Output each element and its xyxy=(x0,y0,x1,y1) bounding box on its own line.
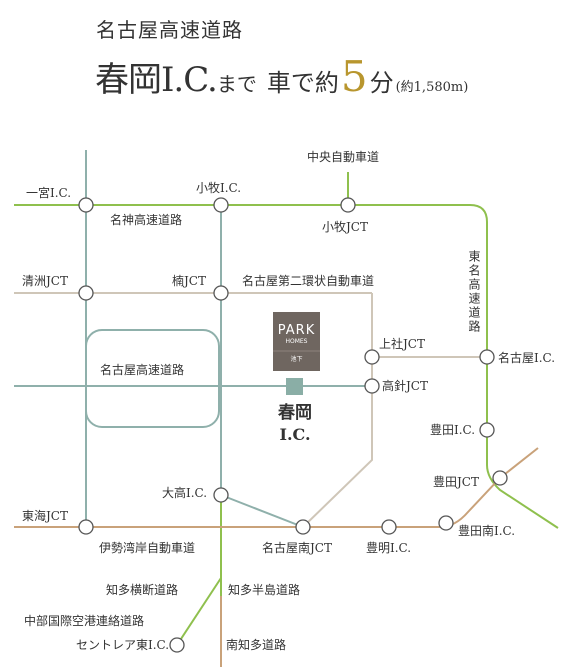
label-takabari: 高針JCT xyxy=(382,378,428,393)
label-chita-odan: 知多横断道路 xyxy=(106,582,178,597)
target-ic-suffix: I.C. xyxy=(279,425,310,444)
label-nagoya-ic: 名古屋I.C. xyxy=(498,350,555,365)
label-ichinomiya: 一宮I.C. xyxy=(26,185,71,200)
label-kusunoki: 楠JCT xyxy=(172,273,206,288)
haruoka-ic-marker xyxy=(286,378,303,395)
label-toyota-jct: 豊田JCT xyxy=(433,475,479,489)
headline-made: まで xyxy=(216,72,257,96)
label-komaki-ic: 小牧I.C. xyxy=(196,181,241,195)
label-kamiyashiro: 上社JCT xyxy=(379,336,425,351)
headline-distance: (約1,580m) xyxy=(395,80,469,95)
label-chita-hanto: 知多半島道路 xyxy=(228,582,300,597)
label-nidai-kanjo: 名古屋第二環状自動車道 xyxy=(242,273,374,288)
headline: 春岡I.C.まで車で約5分(約1,580m) xyxy=(95,52,468,101)
headline-car: 車で約 xyxy=(266,69,339,97)
blue-roads xyxy=(14,150,372,528)
node-centrair xyxy=(169,637,185,653)
label-minami-chita: 南知多道路 xyxy=(226,637,286,652)
node-ichinomiya xyxy=(78,197,94,213)
label-toyota-ic: 豊田I.C. xyxy=(430,423,475,437)
label-toyoake: 豊明I.C. xyxy=(366,541,411,555)
headline-minute-unit: 分 xyxy=(369,69,394,97)
label-chuo: 中央自動車道 xyxy=(307,149,379,164)
logo-brand: PARK xyxy=(278,323,315,338)
node-kiyosu xyxy=(78,285,94,301)
nagoya-expressway-loop xyxy=(85,329,220,428)
node-komaki-jct xyxy=(340,197,356,213)
label-nagoya-kosoku: 名古屋高速道路 xyxy=(100,362,184,377)
label-daikou: 大高I.C. xyxy=(162,485,207,500)
node-toyota-ic xyxy=(479,422,495,438)
node-toyota-jct xyxy=(492,470,508,486)
label-meishin: 名神高速道路 xyxy=(110,212,182,227)
headline-ic-name: 春岡I.C. xyxy=(95,60,218,100)
label-isewangan: 伊勢湾岸自動車道 xyxy=(99,540,195,555)
logo-sub: HOMES xyxy=(285,338,307,345)
label-tomei: 東名高速道路 xyxy=(467,250,481,334)
node-kusunoki xyxy=(213,285,229,301)
label-nagoya-minami: 名古屋南JCT xyxy=(262,540,332,555)
node-komaki-ic xyxy=(213,197,229,213)
logo-tag: 池下 xyxy=(290,355,302,363)
label-chubu-kuko: 中部国際空港連絡道路 xyxy=(24,613,144,628)
target-ic-name: 春岡 xyxy=(278,402,312,423)
beige-roads xyxy=(14,292,487,528)
label-toyota-minami: 豊田南I.C. xyxy=(458,523,515,538)
node-daikou xyxy=(213,487,229,503)
nidai-kanjo-east-line xyxy=(302,293,373,528)
chubu-kuko-line xyxy=(176,577,222,646)
label-tokai: 東海JCT xyxy=(22,508,68,523)
node-toyoake xyxy=(381,519,397,535)
node-nagoya-minami xyxy=(295,519,311,535)
park-homes-logo: PARK HOMES 池下 xyxy=(273,312,320,371)
label-centrair: セントレア東I.C. xyxy=(76,638,169,652)
node-tokai xyxy=(78,519,94,535)
node-nagoya-ic xyxy=(479,349,495,365)
label-kiyosu: 清洲JCT xyxy=(22,274,68,288)
daikou-to-minami-line xyxy=(220,494,304,528)
nodes xyxy=(78,197,508,653)
node-toyota-minami xyxy=(438,515,454,531)
node-kamiyashiro xyxy=(364,349,380,365)
headline-minutes-number: 5 xyxy=(340,52,368,101)
title-route-name: 名古屋高速道路 xyxy=(96,18,243,42)
label-komaki-jct: 小牧JCT xyxy=(322,220,368,234)
node-takabari xyxy=(364,378,380,394)
